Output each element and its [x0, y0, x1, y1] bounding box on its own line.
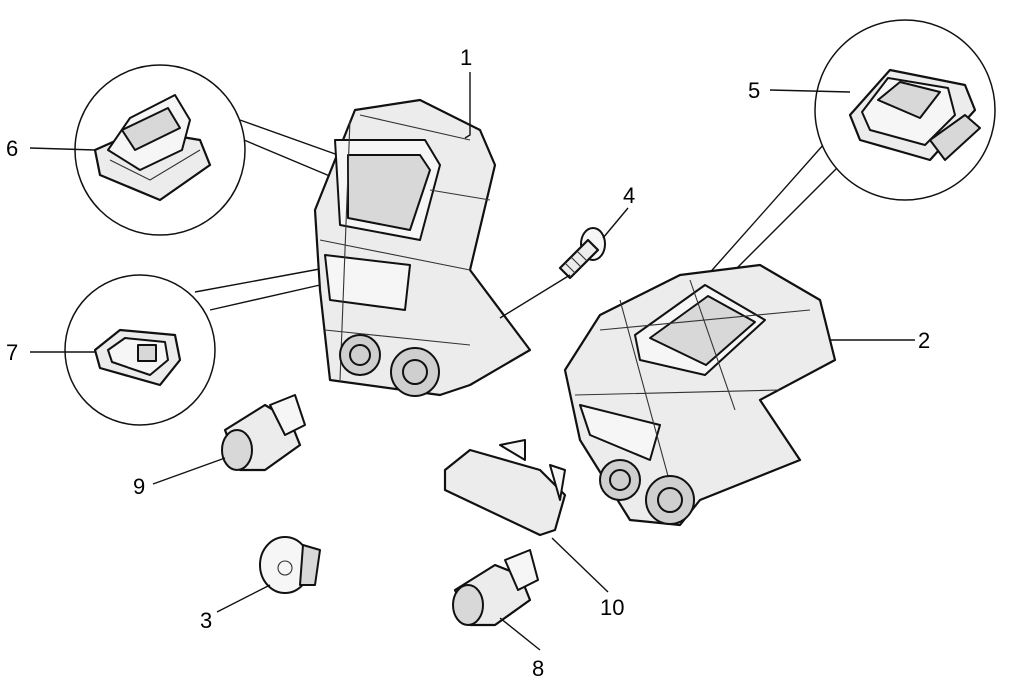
callout-9: 9	[133, 474, 145, 499]
button-part-3	[259, 536, 321, 594]
switch-part-7	[93, 328, 182, 387]
detail-circle-6	[74, 64, 381, 236]
switch-housing-2	[563, 263, 837, 527]
callout-5: 5	[748, 78, 760, 103]
callout-3: 3	[200, 608, 212, 633]
switch-part-6	[93, 94, 212, 202]
detail-circle-7	[64, 267, 326, 426]
callout-6: 6	[6, 136, 18, 161]
callout-4: 4	[623, 183, 635, 208]
switch-part-5	[848, 68, 981, 162]
callout-leaders	[29, 72, 915, 651]
switch-housing-1	[313, 98, 532, 397]
callout-10: 10	[600, 595, 624, 620]
detail-circle-5	[689, 19, 996, 301]
button-part-9	[221, 394, 306, 472]
callout-1: 1	[460, 45, 472, 70]
callout-7: 7	[6, 340, 18, 365]
button-part-8	[452, 549, 539, 627]
callout-2: 2	[918, 328, 930, 353]
cover-part-10	[443, 439, 567, 537]
screw-4	[499, 227, 606, 319]
callout-8: 8	[532, 656, 544, 681]
